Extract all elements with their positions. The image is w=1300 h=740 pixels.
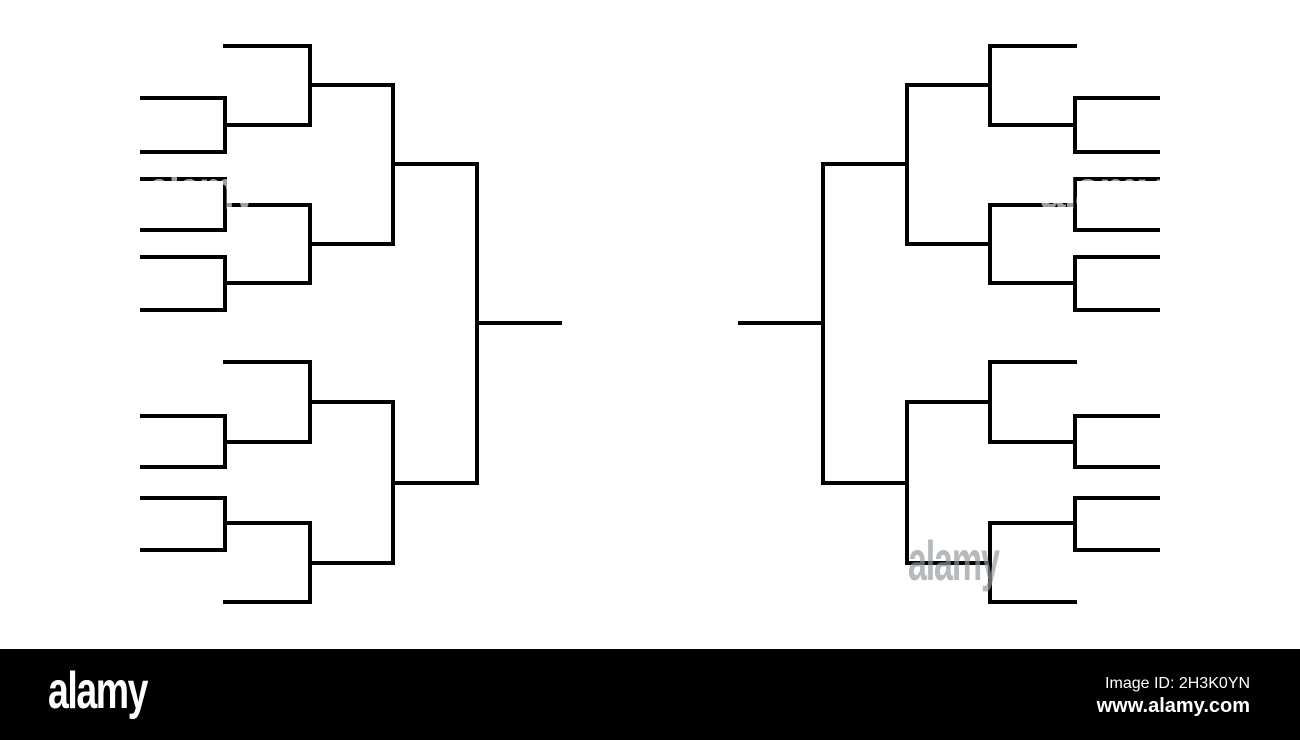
bracket-line-horizontal [1075,96,1160,100]
bracket-line-horizontal [990,521,1075,525]
bracket-line-vertical [308,44,312,127]
bracket-line-vertical [308,521,312,604]
watermark-text: alamy [148,158,255,221]
bracket-line-vertical [223,177,227,232]
bracket-line-horizontal [907,561,990,565]
bracket-line-horizontal [1075,548,1160,552]
bracket-line-horizontal [1075,414,1160,418]
bracket-line-horizontal [907,400,990,404]
bracket-line-horizontal [1075,308,1160,312]
bracket-line-horizontal [1075,150,1160,154]
bracket-line-horizontal [310,242,393,246]
bracket-line-horizontal [140,414,225,418]
bracket-line-horizontal [1075,228,1160,232]
bracket-line-horizontal [223,44,310,48]
bracket-line-vertical [223,496,227,552]
footer-credits: Image ID: 2H3K0YN www.alamy.com [1097,674,1250,718]
bracket-line-vertical [905,400,909,565]
watermark-text: alamy [1040,158,1164,221]
bracket-line-horizontal [823,481,907,485]
bracket-line-horizontal [140,255,225,259]
bracket-line-vertical [905,83,909,246]
bracket-line-horizontal [990,44,1077,48]
bracket-line-horizontal [140,228,225,232]
bracket-line-horizontal [990,600,1077,604]
bracket-line-vertical [1073,414,1077,469]
bracket-line-horizontal [223,600,310,604]
bracket-line-horizontal [225,440,310,444]
bracket-line-vertical [1073,177,1077,232]
bracket-line-horizontal [225,203,310,207]
bracket-line-horizontal [738,321,823,325]
bracket-line-horizontal [310,561,393,565]
bracket-line-horizontal [1075,177,1160,181]
website-text: www.alamy.com [1096,695,1250,717]
bracket-line-vertical [308,360,312,444]
bracket-line-horizontal [990,281,1075,285]
bracket-line-horizontal [140,177,225,181]
bracket-line-horizontal [477,321,562,325]
bracket-line-horizontal [907,83,990,87]
bracket-line-horizontal [140,96,225,100]
bracket-line-vertical [475,162,479,485]
bracket-line-horizontal [393,162,477,166]
bracket-line-horizontal [990,123,1075,127]
bracket-line-horizontal [140,308,225,312]
bracket-line-vertical [223,255,227,312]
bracket-line-horizontal [223,360,310,364]
bracket-line-horizontal [140,150,225,154]
bracket-line-vertical [1073,255,1077,312]
bracket-line-horizontal [140,548,225,552]
bracket-line-vertical [1073,96,1077,154]
bracket-line-horizontal [990,203,1075,207]
bracket-line-vertical [988,521,992,604]
bracket-line-horizontal [907,242,990,246]
bracket-line-horizontal [310,83,393,87]
alamy-logo: alamy [48,662,148,720]
bracket-line-horizontal [310,400,393,404]
bracket-line-horizontal [990,440,1075,444]
image-id-text: Image ID: 2H3K0YN [1105,675,1250,692]
bracket-line-vertical [988,44,992,127]
watermark-text: alamy [908,529,1000,592]
bracket-line-horizontal [140,496,225,500]
bracket-line-horizontal [823,162,907,166]
bracket-line-horizontal [225,123,310,127]
bracket-line-vertical [391,400,395,565]
bracket-line-vertical [223,96,227,154]
bracket-line-vertical [988,360,992,444]
bracket-line-horizontal [990,360,1077,364]
bracket-line-horizontal [1075,255,1160,259]
bracket-line-vertical [308,203,312,285]
bracket-line-horizontal [1075,496,1160,500]
bracket-line-vertical [988,203,992,285]
bracket-line-horizontal [225,521,310,525]
bracket-line-horizontal [140,465,225,469]
footer-bar: alamy Image ID: 2H3K0YN www.alamy.com [0,649,1300,740]
bracket-line-horizontal [225,281,310,285]
bracket-line-vertical [1073,496,1077,552]
bracket-line-horizontal [393,481,477,485]
bracket-line-vertical [391,83,395,246]
bracket-line-vertical [223,414,227,469]
bracket-line-horizontal [1075,465,1160,469]
bracket-line-vertical [821,162,825,485]
